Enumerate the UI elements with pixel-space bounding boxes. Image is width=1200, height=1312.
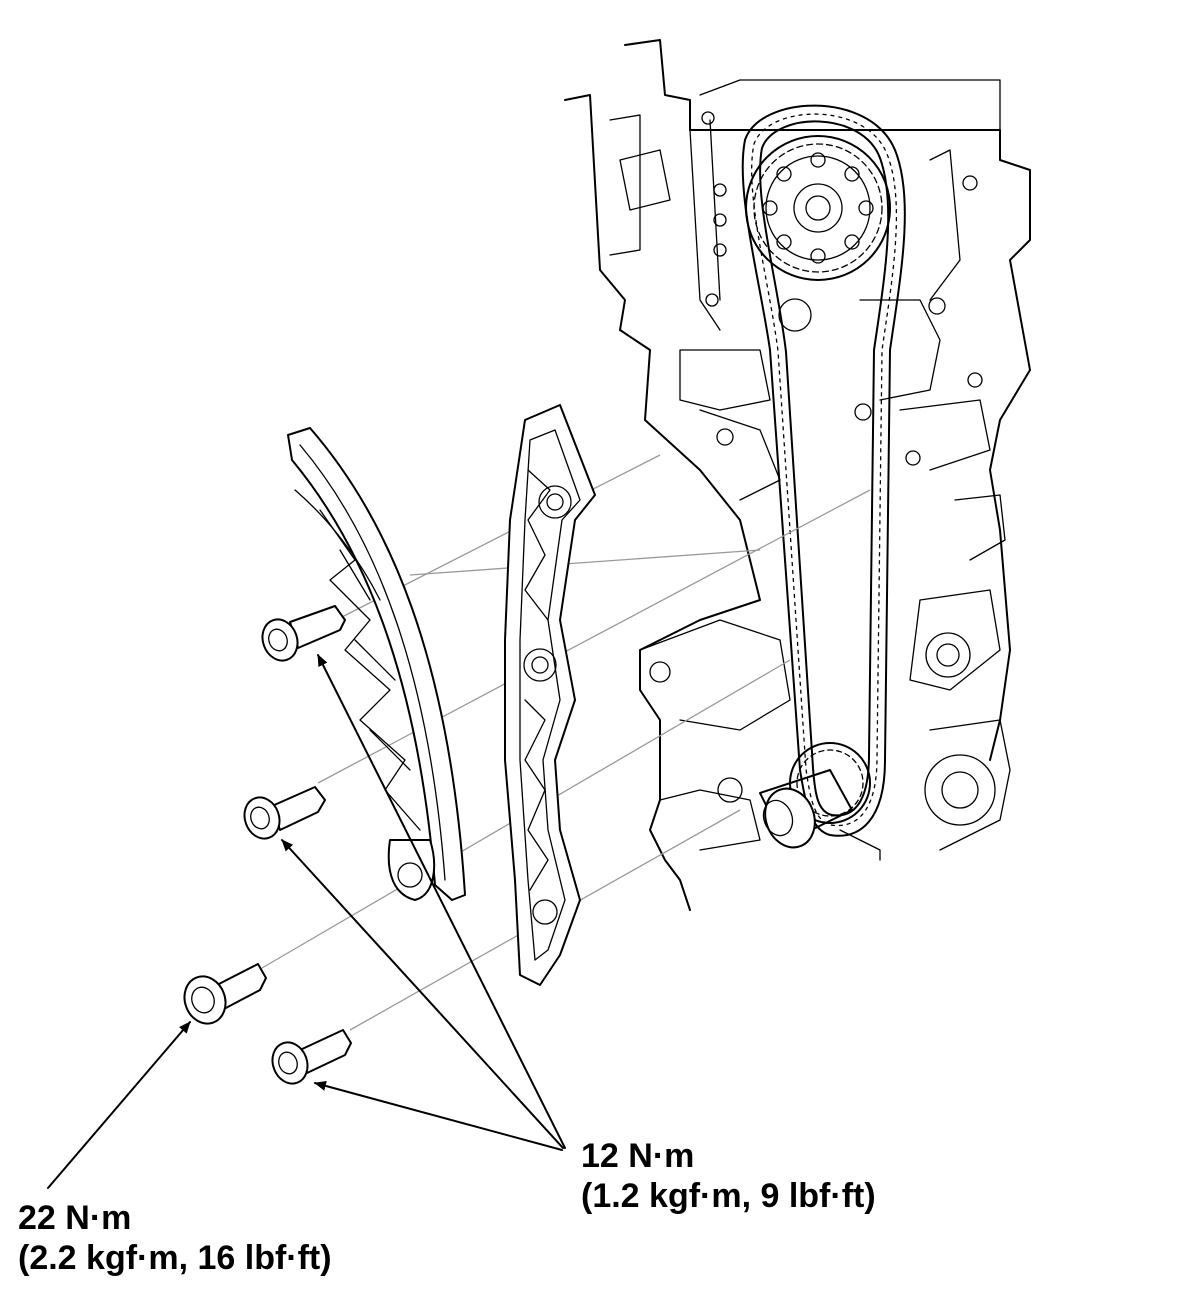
cam-sprocket-icon	[745, 135, 891, 332]
crank-sprocket-icon	[759, 742, 871, 849]
callout-arrow-22	[47, 1021, 191, 1189]
callout-arrows-12	[281, 654, 566, 1151]
torque-callout-12: 12 N·m (1.2 kgf·m, 9 lbf·ft)	[581, 1136, 876, 1216]
torque-conversion: (2.2 kgf·m, 16 lbf·ft)	[18, 1239, 332, 1277]
engine-block-icon	[564, 39, 1031, 911]
chain-guide-icon	[504, 404, 596, 986]
tensioner-arm-icon	[287, 427, 466, 901]
torque-callout-22: 22 N·m (2.2 kgf·m, 16 lbf·ft)	[18, 1198, 332, 1278]
timing-chain-icon	[741, 104, 906, 837]
bolt-icon	[271, 1029, 352, 1085]
bolt-icon	[261, 605, 346, 662]
torque-value: 12 N·m	[581, 1137, 695, 1175]
bolt-icon	[243, 786, 326, 840]
torque-conversion: (1.2 kgf·m, 9 lbf·ft)	[581, 1177, 876, 1215]
torque-value: 22 N·m	[18, 1199, 132, 1237]
bolt-icon	[183, 963, 267, 1025]
